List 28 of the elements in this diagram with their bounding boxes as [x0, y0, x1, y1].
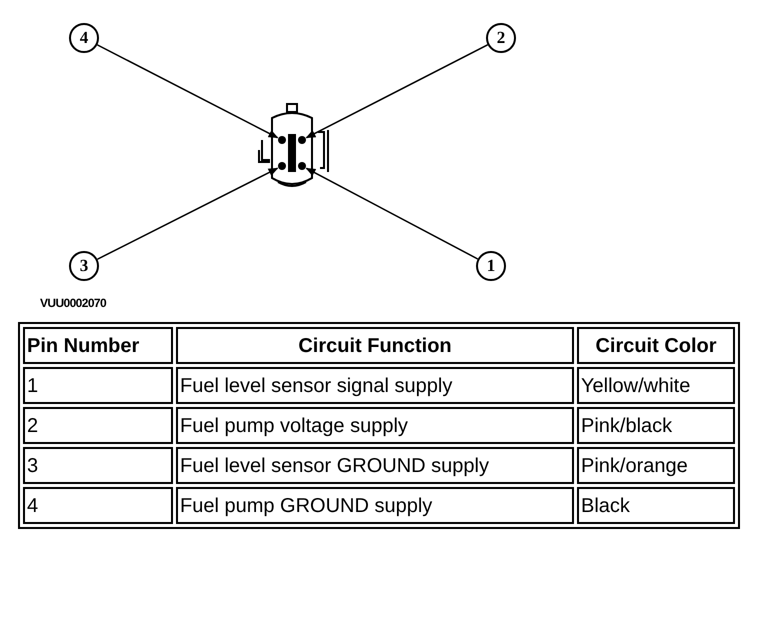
table-cell: Pink/black	[577, 407, 735, 444]
header-cell: Pin Number	[23, 327, 173, 364]
table-cell: Fuel level sensor signal supply	[176, 367, 574, 404]
pin-cavity	[278, 162, 286, 170]
leader-line	[306, 44, 488, 138]
leader-line	[97, 44, 278, 138]
table-cell: Yellow/white	[577, 367, 735, 404]
figure-code: VUU0002070	[40, 295, 106, 312]
table-cell: Black	[577, 487, 735, 524]
header-cell: Circuit Function	[176, 327, 574, 364]
pin-cavity	[298, 136, 306, 144]
table-cell: 1	[23, 367, 173, 404]
table-cell: Fuel level sensor GROUND supply	[176, 447, 574, 484]
pin-cavity	[298, 162, 306, 170]
header-cell: Circuit Color	[577, 327, 735, 364]
callout-number: 2	[486, 23, 516, 53]
pin-cavity	[278, 136, 286, 144]
table-cell: 2	[23, 407, 173, 444]
table-cell: 3	[23, 447, 173, 484]
table-cell: Fuel pump GROUND supply	[176, 487, 574, 524]
callout-number: 4	[69, 23, 99, 53]
leader-line	[306, 168, 478, 260]
table-cell: 4	[23, 487, 173, 524]
callout-number: 3	[69, 251, 99, 281]
leader-line	[97, 168, 278, 260]
table-cell: Fuel pump voltage supply	[176, 407, 574, 444]
callout-number: 1	[476, 251, 506, 281]
table-cell: Pink/orange	[577, 447, 735, 484]
